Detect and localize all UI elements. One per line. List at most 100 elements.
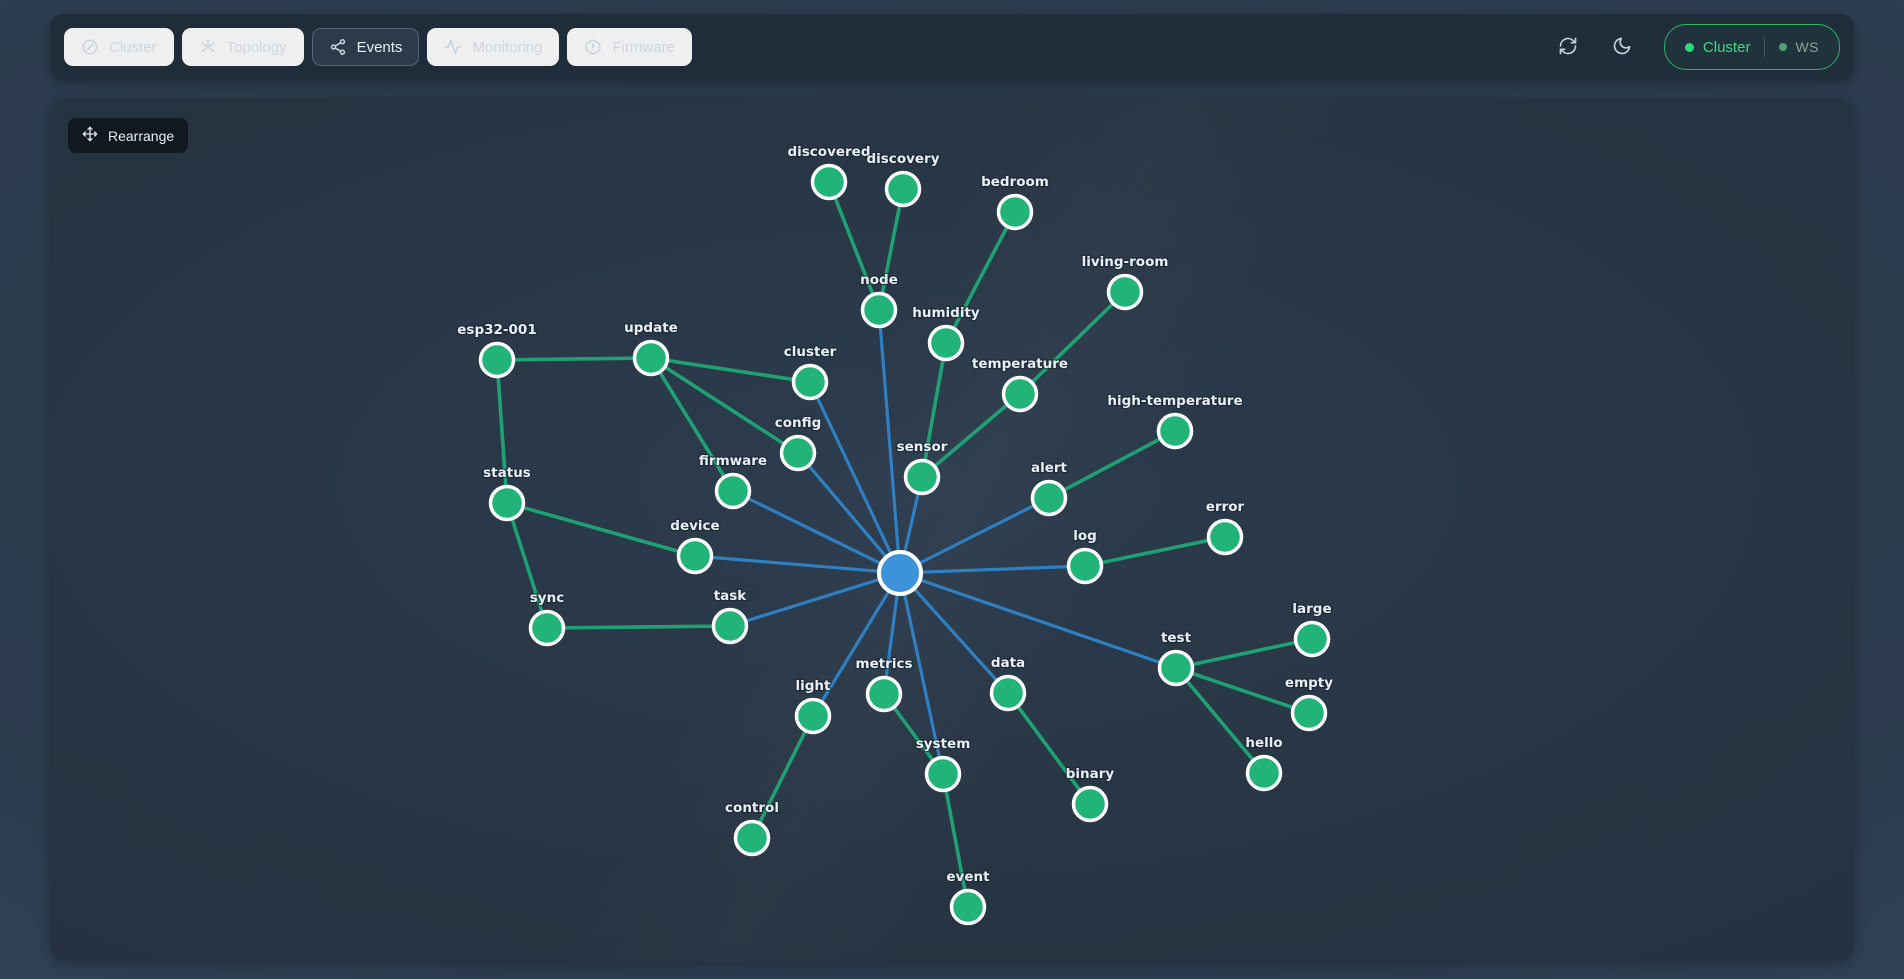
graph-node-error[interactable] bbox=[1206, 518, 1244, 556]
edge-update-cluster bbox=[650, 356, 811, 384]
graph-node-alert[interactable] bbox=[1030, 479, 1068, 517]
edge-bedroom-humidity bbox=[944, 211, 1017, 344]
graph-node-device[interactable] bbox=[676, 537, 714, 575]
edge-hub-test bbox=[899, 571, 1177, 670]
graph-node-label-binary: binary bbox=[1066, 766, 1115, 782]
edge-status-sync bbox=[505, 502, 549, 629]
edge-hub-alert bbox=[899, 496, 1050, 575]
hexagon-alert-icon bbox=[584, 38, 602, 56]
edge-esp32-001-update bbox=[496, 356, 652, 362]
graph-hub-node[interactable] bbox=[877, 550, 923, 596]
edge-node-discovered bbox=[827, 181, 881, 311]
graph-node-log[interactable] bbox=[1066, 547, 1104, 585]
graph-node-label-humidity: humidity bbox=[912, 305, 980, 321]
connection-status-badge[interactable]: Cluster WS bbox=[1663, 24, 1840, 70]
rearrange-button[interactable]: Rearrange bbox=[68, 118, 189, 153]
graph-node-label-firmware: firmware bbox=[699, 453, 767, 469]
graph-node-cluster[interactable] bbox=[791, 363, 829, 401]
graph-node-label-config: config bbox=[775, 415, 822, 431]
graph-node-label-test: test bbox=[1161, 630, 1192, 646]
graph-node-label-device: device bbox=[670, 518, 719, 534]
graph-node-label-light: light bbox=[796, 678, 832, 694]
move-icon bbox=[82, 126, 98, 145]
graph-node-temperature[interactable] bbox=[1001, 375, 1039, 413]
tab-events[interactable]: Events bbox=[311, 28, 420, 66]
ws-status-label: WS bbox=[1795, 39, 1819, 55]
activity-icon bbox=[444, 38, 462, 56]
graph-node-label-bedroom: bedroom bbox=[981, 174, 1049, 190]
navbar-controls: Cluster WS bbox=[1548, 24, 1840, 70]
badge-divider bbox=[1764, 37, 1766, 57]
refresh-button[interactable] bbox=[1548, 27, 1588, 67]
graph-node-large[interactable] bbox=[1293, 620, 1331, 658]
graph-node-bedroom[interactable] bbox=[996, 193, 1034, 231]
edge-hub-data bbox=[898, 571, 1010, 695]
edge-esp32-001-status bbox=[495, 359, 509, 504]
tab-topology[interactable]: Topology bbox=[181, 28, 304, 66]
topic-graph[interactable]: discovereddiscoverybedroomliving-roomnod… bbox=[50, 98, 1854, 961]
graph-node-label-living-room: living-room bbox=[1082, 254, 1169, 270]
graph-node-config[interactable] bbox=[779, 434, 817, 472]
graph-node-empty[interactable] bbox=[1290, 694, 1328, 732]
graph-node-binary[interactable] bbox=[1071, 785, 1109, 823]
edge-test-large bbox=[1175, 637, 1313, 670]
graph-node-light[interactable] bbox=[794, 697, 832, 735]
graph-node-esp32-001[interactable] bbox=[478, 341, 516, 379]
tab-label: Events bbox=[356, 38, 403, 56]
graph-node-firmware[interactable] bbox=[714, 472, 752, 510]
share-icon bbox=[329, 38, 347, 56]
tab-label: Firmware bbox=[612, 38, 675, 56]
edge-hub-log bbox=[899, 564, 1086, 575]
edge-hub-node bbox=[877, 309, 902, 574]
graph-node-update[interactable] bbox=[632, 339, 670, 377]
graph-node-node[interactable] bbox=[860, 291, 898, 329]
graph-node-discovered[interactable] bbox=[810, 163, 848, 201]
tab-cluster[interactable]: Cluster bbox=[64, 28, 174, 66]
graph-node-label-temperature: temperature bbox=[972, 356, 1068, 372]
graph-node-label-update: update bbox=[624, 320, 678, 336]
tab-firmware[interactable]: Firmware bbox=[567, 28, 692, 66]
graph-node-data[interactable] bbox=[989, 674, 1027, 712]
graph-node-living-room[interactable] bbox=[1106, 273, 1144, 311]
edge-hub-light bbox=[811, 572, 902, 717]
graph-node-label-task: task bbox=[714, 588, 748, 604]
graph-node-task[interactable] bbox=[711, 607, 749, 645]
graph-node-label-system: system bbox=[916, 736, 971, 752]
graph-node-event[interactable] bbox=[949, 888, 987, 926]
graph-node-control[interactable] bbox=[733, 819, 771, 857]
edge-data-binary bbox=[1006, 691, 1092, 806]
graph-node-label-hello: hello bbox=[1245, 735, 1282, 751]
edge-temperature-sensor bbox=[920, 392, 1022, 479]
graph-node-high-temperature[interactable] bbox=[1156, 412, 1194, 450]
graph-node-discovery[interactable] bbox=[884, 170, 922, 208]
graph-node-label-large: large bbox=[1292, 601, 1331, 617]
ws-status-dot bbox=[1779, 43, 1788, 51]
graph-node-label-discovered: discovered bbox=[787, 144, 870, 160]
refresh-icon bbox=[1558, 36, 1578, 59]
graph-node-label-cluster: cluster bbox=[784, 344, 837, 360]
edge-high-temperature-alert bbox=[1048, 429, 1176, 500]
graph-node-label-status: status bbox=[483, 465, 531, 481]
graph-node-humidity[interactable] bbox=[927, 324, 965, 362]
graph-node-test[interactable] bbox=[1157, 649, 1195, 687]
graph-node-label-control: control bbox=[725, 800, 779, 816]
edge-sync-task bbox=[546, 624, 731, 630]
edge-test-empty bbox=[1175, 666, 1310, 715]
graph-node-label-sync: sync bbox=[530, 590, 564, 606]
edge-hub-config bbox=[796, 451, 902, 575]
edge-node-discovery bbox=[877, 188, 905, 311]
theme-toggle-button[interactable] bbox=[1602, 27, 1642, 67]
edge-living-room-temperature bbox=[1018, 290, 1127, 396]
edge-test-hello bbox=[1174, 666, 1266, 775]
graph-node-label-sensor: sensor bbox=[897, 439, 948, 455]
graph-node-system[interactable] bbox=[924, 755, 962, 793]
graph-node-sync[interactable] bbox=[528, 609, 566, 647]
graph-node-label-error: error bbox=[1206, 499, 1245, 515]
tab-monitoring[interactable]: Monitoring bbox=[427, 28, 560, 66]
graph-node-hello[interactable] bbox=[1245, 754, 1283, 792]
graph-node-sensor[interactable] bbox=[903, 458, 941, 496]
graph-node-status[interactable] bbox=[488, 484, 526, 522]
graph-node-metrics[interactable] bbox=[865, 675, 903, 713]
graph-node-label-node: node bbox=[860, 272, 898, 288]
